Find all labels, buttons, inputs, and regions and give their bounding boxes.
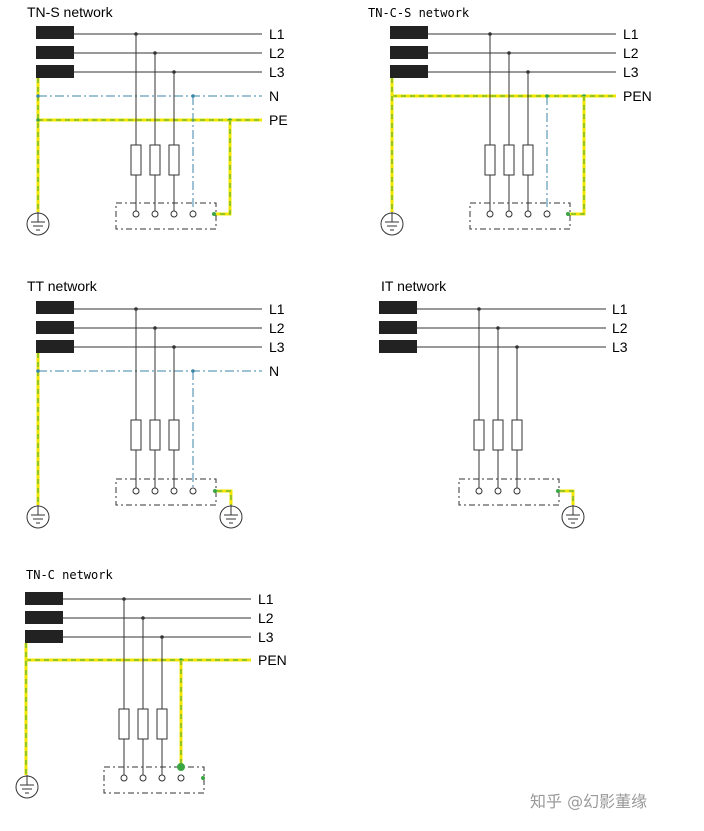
ground-symbol [219, 505, 243, 529]
label-l2: L2 [258, 610, 274, 626]
label-l1: L1 [269, 301, 285, 317]
ground-symbol [26, 505, 50, 529]
tn-c-title: TN-C network [26, 568, 113, 582]
tn-s-diagram: TN-S network L1 L2 L3 N PE [26, 4, 288, 236]
ground-symbol [380, 212, 404, 236]
ground-symbol [26, 212, 50, 236]
label-l1: L1 [623, 26, 639, 42]
label-l1: L1 [258, 591, 274, 607]
transformer-windings [36, 26, 74, 78]
label-l2: L2 [269, 45, 285, 61]
label-n: N [269, 88, 279, 104]
tt-title: TT network [27, 278, 98, 294]
tn-c-s-title: TN-C-S network [368, 6, 470, 20]
transformer-windings [25, 592, 63, 643]
tn-s-title: TN-S network [27, 4, 114, 20]
transformer-windings [379, 301, 417, 353]
label-l1: L1 [612, 301, 628, 317]
ground-symbol [561, 505, 585, 529]
label-l2: L2 [269, 320, 285, 336]
label-pe: PE [269, 112, 288, 128]
tn-c-diagram: TN-C network L1 L2 L3 PEN [15, 568, 287, 799]
watermark-text: 知乎 @幻影董缘 [530, 792, 647, 811]
ground-symbol [15, 775, 39, 799]
transformer-windings [36, 301, 74, 353]
transformer-windings [390, 26, 428, 78]
label-l3: L3 [623, 64, 639, 80]
it-diagram: IT network L1 L2 L3 [379, 278, 628, 529]
label-pen: PEN [623, 88, 652, 104]
label-pen: PEN [258, 652, 287, 668]
label-l3: L3 [269, 64, 285, 80]
load-box [115, 202, 217, 230]
tn-c-s-diagram: TN-C-S network L1 L2 L3 PEN [368, 6, 652, 236]
tt-diagram: TT network L1 L2 L3 N [26, 278, 285, 529]
label-l3: L3 [269, 339, 285, 355]
label-n: N [269, 363, 279, 379]
it-title: IT network [381, 278, 447, 294]
label-l3: L3 [258, 629, 274, 645]
label-l2: L2 [612, 320, 628, 336]
label-l1: L1 [269, 26, 285, 42]
label-l3: L3 [612, 339, 628, 355]
label-l2: L2 [623, 45, 639, 61]
